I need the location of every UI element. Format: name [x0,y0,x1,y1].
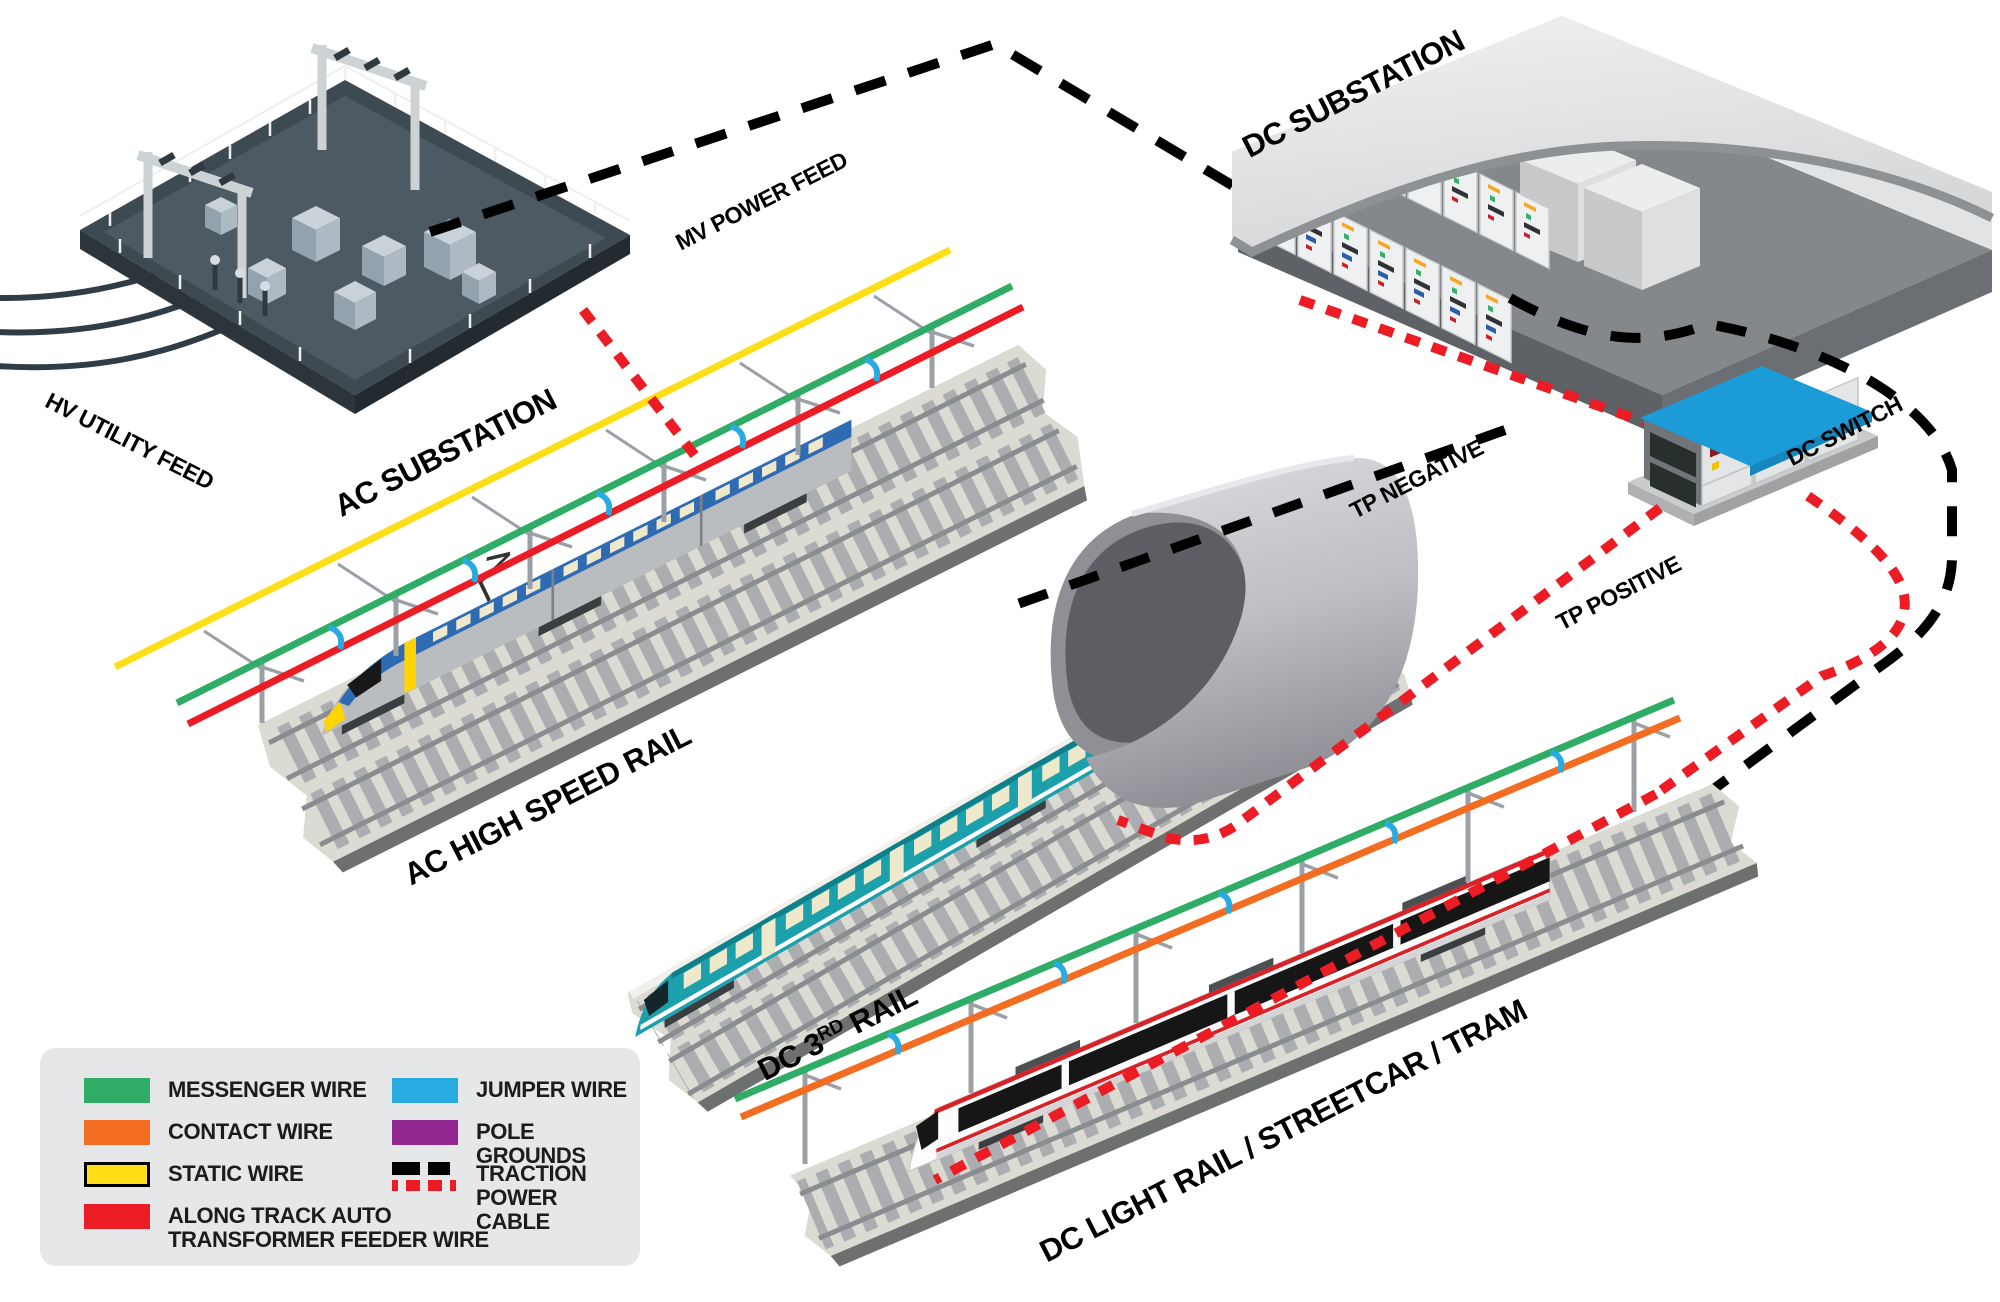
legend: MESSENGER WIRE CONTACT WIRE STATIC WIRE … [40,1048,640,1266]
ac-track-edge [333,486,1088,873]
legend-item-messenger-wire: MESSENGER WIRE [84,1078,367,1103]
tunnel-illustration [1050,455,1419,808]
feeder-wire-swatch [84,1204,150,1229]
traction-power-cable-ac [579,306,707,470]
mv-power-feed-cable [428,38,1253,237]
metro-roof [671,717,1115,979]
legend-label: POLE GROUNDS [476,1120,640,1168]
legend-item-feeder-wire: ALONG TRACK AUTO TRANSFORMER FEEDER WIRE [84,1204,489,1252]
feeder-wire [186,303,1025,728]
legend-label-line1: STATIC WIRE [168,1161,304,1186]
red-dash [450,1180,456,1191]
dc-switch-base-edge-l [1628,482,1694,526]
ac-catenary [113,246,1025,728]
dc-switch-illustration [1628,366,1878,526]
ac-platform-edge-right [355,235,630,414]
cable-swatch-red-row [392,1180,458,1191]
high-speed-train [322,419,852,736]
jumper-wires-light-rail [886,749,1565,1055]
dc-switch-vent-1 [1650,432,1696,478]
tram-windshield [916,1110,939,1150]
train-nose [323,701,346,733]
tram-roof-pods [1015,875,1467,1076]
metro-track-edge [697,691,1413,1112]
train-windows [433,437,823,642]
dc-switch-base-edge-r [1694,436,1878,526]
cable-swatch-black-row [392,1162,458,1175]
pole-grounds-swatch [392,1120,458,1145]
metro-windshield [643,980,669,1016]
train-door-stripe [404,637,417,694]
label-mv-power-feed: MV POWER FEED [671,146,851,255]
ac-substation-illustration [0,43,631,414]
legend-label-line1: ALONG TRACK AUTO [168,1203,392,1228]
tp-positive-cable-3rd-rail [1116,503,1663,846]
tunnel-highlight [1131,455,1355,517]
tp-positive-cable-substation [1298,295,1697,445]
label-tp-positive: TP POSITIVE [1552,550,1685,635]
legend-label: MESSENGER WIRE [168,1078,367,1102]
legend-item-contact-wire: CONTACT WIRE [84,1120,333,1145]
jumper-wires-ac [327,356,881,650]
tram-skirt [936,893,1550,1160]
light-rail-edge [830,862,1759,1267]
tp-positive-cable-light-rail [1653,491,1910,799]
legend-item-jumper-wire: JUMPER WIRE [392,1078,627,1103]
legend-label: ALONG TRACK AUTO TRANSFORMER FEEDER WIRE [168,1204,489,1252]
tp-negative-cable-light-rail [1507,293,1957,813]
legend-label-line1: TRACTION POWER [476,1161,587,1210]
legend-item-traction-power-cable: TRACTION POWER CABLE [392,1162,640,1234]
light-rail-catenary [733,696,1682,1185]
dc-switch-roof-edge [1750,412,1872,476]
legend-label-line2: CABLE [476,1209,550,1234]
static-wire [113,246,952,671]
legend-label-line1: POLE GROUNDS [476,1119,586,1168]
legend-label-line1: MESSENGER WIRE [168,1077,367,1102]
legend-label: JUMPER WIRE [476,1078,627,1102]
legend-label-line1: JUMPER WIRE [476,1077,627,1102]
jumper-wire-swatch [392,1078,458,1103]
tram-bottom-stripe [936,888,1550,1153]
black-dash [428,1162,450,1175]
tp-positive-cable-along-track [932,789,1659,1185]
ac-gantry-frames [136,43,428,298]
dc-roof-rim [1229,141,1995,258]
traction-power-cable-swatch [392,1162,458,1191]
black-dash [392,1162,420,1175]
dc-switch-roof [1640,366,1872,466]
label-hv-utility-feed: HV UTILITY FEED [41,387,218,494]
red-dash [392,1180,398,1191]
ac-substation-floor [104,96,606,380]
metro-train [635,717,1115,1037]
legend-label: STATIC WIRE [168,1161,304,1186]
tram-top-stripe [934,848,1550,1115]
legend-label-line1: CONTACT WIRE [168,1119,333,1144]
dc-roof [1232,16,1992,252]
train-windshield [347,658,382,698]
red-dash [406,1180,420,1191]
contact-wire-swatch [84,1120,150,1145]
ac-platform-edge-left [80,230,355,414]
red-dash [428,1180,442,1191]
messenger-wire-ac [175,282,1014,707]
legend-label-line2: TRANSFORMER FEEDER WIRE [168,1227,489,1252]
static-wire-swatch [84,1162,150,1187]
tp-negative-cable [1010,425,1507,611]
legend-label: TRACTION POWER CABLE [476,1162,640,1234]
train-car-gaps [551,494,703,621]
tunnel-body [1086,457,1419,808]
legend-label: CONTACT WIRE [168,1120,333,1144]
dc-switch-vent-2 [1650,462,1696,508]
legend-item-pole-grounds: POLE GROUNDS [392,1120,640,1168]
train-pantograph [478,551,511,603]
metro-stripe [640,751,1115,1030]
messenger-wire-swatch [84,1078,150,1103]
metro-windows [683,727,1110,989]
legend-item-static-wire: STATIC WIRE [84,1161,304,1187]
ac-track-ties-near [301,423,1079,854]
ac-equipment [205,197,496,330]
